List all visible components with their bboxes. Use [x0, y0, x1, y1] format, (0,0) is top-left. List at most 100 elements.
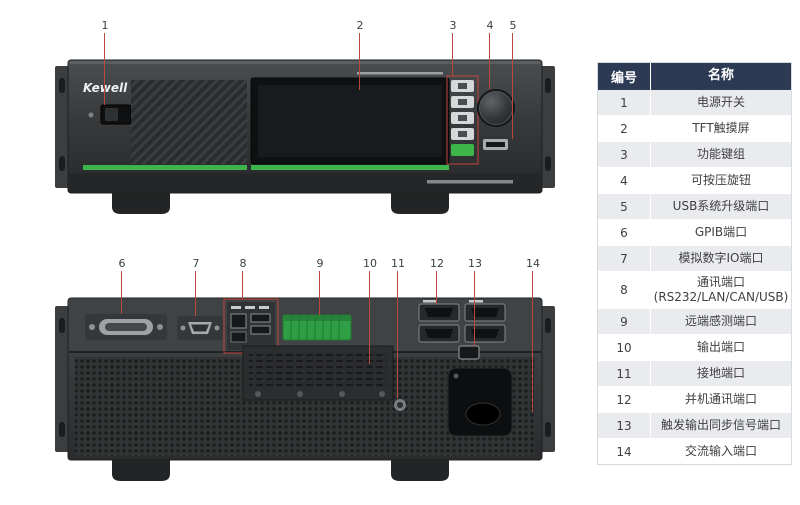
- part-name-cell: USB系统升级端口: [672, 199, 770, 213]
- callout-line-6: [121, 271, 122, 314]
- power-switch[interactable]: [100, 104, 132, 125]
- table-row: 12 并机通讯端口: [598, 386, 791, 412]
- part-name-cell: 交流输入端口: [684, 444, 757, 458]
- front-vent-grille: [131, 80, 247, 164]
- callout-line-11: [397, 271, 398, 398]
- callout-number-4: 4: [486, 19, 494, 32]
- part-number-cell: 11: [598, 361, 651, 386]
- callout-number-7: 7: [192, 257, 200, 270]
- callout-line-7: [195, 271, 196, 316]
- part-name-cell: GPIB端口: [694, 225, 748, 239]
- table-row: 2 TFT触摸屏: [598, 115, 791, 141]
- callout-line-1: [104, 33, 105, 105]
- front-panel-illustration: Kewell: [55, 59, 555, 214]
- part-number-cell: 13: [598, 413, 651, 438]
- callout-number-11: 11: [391, 257, 405, 270]
- rotary-knob[interactable]: [477, 89, 515, 127]
- parts-table: 编号 名称 1 电源开关 2 TFT触摸屏 3 功能键组 4 可按压旋钮 5 U…: [597, 62, 792, 465]
- part-number-cell: 8: [598, 272, 651, 308]
- remote-sense-terminal[interactable]: [282, 314, 352, 341]
- part-number-cell: 12: [598, 387, 651, 412]
- rear-rack-ears: [55, 306, 555, 452]
- table-row: 1 电源开关: [598, 90, 791, 115]
- callout-line-5: [512, 33, 513, 139]
- part-number-cell: 5: [598, 194, 651, 219]
- part-name-cell: 输出端口: [696, 340, 745, 354]
- output-panel[interactable]: [242, 345, 394, 401]
- front-accent-stripe-left: [83, 165, 247, 170]
- part-name-cell: 可按压旋钮: [690, 173, 751, 187]
- callout-number-1: 1: [101, 19, 109, 32]
- gpib-port[interactable]: [85, 314, 167, 340]
- callout-line-12: [436, 271, 437, 304]
- part-name-cell: 电源开关: [696, 95, 745, 109]
- header-name-cell: 名称: [707, 68, 734, 84]
- callout-line-10: [369, 271, 370, 364]
- table-row: 8 通讯端口 (RS232/LAN/CAN/USB): [598, 271, 791, 308]
- part-number-cell: 9: [598, 309, 651, 334]
- ac-input-cover[interactable]: [447, 367, 513, 437]
- callout-box-function-keys: [446, 75, 479, 165]
- function-keys[interactable]: [446, 75, 479, 165]
- header-number-cell: 编号: [598, 63, 651, 90]
- usb-upgrade-port[interactable]: [483, 139, 508, 150]
- callout-number-9: 9: [316, 257, 324, 270]
- comm-ports[interactable]: [227, 302, 275, 350]
- table-row: 3 功能键组: [598, 141, 791, 167]
- front-rack-ears: [55, 66, 555, 188]
- front-lower-band: [69, 173, 541, 192]
- callout-line-4: [489, 33, 490, 89]
- callout-number-3: 3: [449, 19, 457, 32]
- callout-number-5: 5: [509, 19, 517, 32]
- callout-number-14: 14: [526, 257, 540, 270]
- callout-line-2: [359, 33, 360, 90]
- screen-caption-strip: [357, 72, 443, 75]
- part-name-cell: 触发输出同步信号端口: [660, 418, 781, 432]
- callout-line-9: [319, 271, 320, 315]
- part-number-cell: 3: [598, 142, 651, 167]
- part-number-cell: 2: [598, 116, 651, 141]
- analog-io-port[interactable]: [177, 316, 223, 340]
- part-name-cell: TFT触摸屏: [692, 121, 750, 135]
- callout-line-8: [242, 271, 243, 299]
- part-number-cell: 1: [598, 90, 651, 115]
- parallel-comm-ports[interactable]: [418, 300, 506, 343]
- table-row: 13 触发输出同步信号端口: [598, 412, 791, 438]
- table-row: 11 接地端口: [598, 360, 791, 386]
- table-row: 7 模拟数字IO端口: [598, 245, 791, 271]
- part-number-cell: 6: [598, 220, 651, 245]
- trigger-sync-port[interactable]: [458, 345, 480, 360]
- part-name-cell: 功能键组: [696, 147, 745, 161]
- callout-number-12: 12: [430, 257, 444, 270]
- ground-terminal[interactable]: [394, 399, 406, 411]
- table-row: 9 远端感测端口: [598, 308, 791, 334]
- part-name-cell: 接地端口: [696, 366, 745, 380]
- part-name-cell: 通讯端口 (RS232/LAN/CAN/USB): [653, 275, 789, 304]
- part-number-cell: 4: [598, 168, 651, 193]
- table-row: 5 USB系统升级端口: [598, 193, 791, 219]
- part-number-cell: 10: [598, 335, 651, 360]
- part-name-cell: 并机通讯端口: [684, 392, 757, 406]
- rear-panel-illustration: [55, 297, 555, 481]
- callout-number-8: 8: [239, 257, 247, 270]
- callout-line-3: [452, 33, 453, 76]
- part-name-cell: 远端感测端口: [684, 314, 757, 328]
- tft-screen[interactable]: [250, 77, 450, 165]
- model-text-strip: [427, 180, 513, 184]
- callout-line-13: [474, 271, 475, 346]
- part-name-cell: 模拟数字IO端口: [678, 251, 764, 265]
- front-feet: [112, 192, 449, 214]
- front-accent-stripe-right: [251, 165, 449, 170]
- table-row: 10 输出端口: [598, 334, 791, 360]
- table-header: 编号 名称: [598, 63, 791, 90]
- brand-logo: Kewell: [83, 81, 128, 95]
- table-row: 14 交流输入端口: [598, 438, 791, 464]
- callout-line-14: [532, 271, 533, 412]
- part-number-cell: 14: [598, 439, 651, 464]
- rear-feet: [112, 459, 449, 481]
- table-row: 4 可按压旋钮: [598, 167, 791, 193]
- part-number-cell: 7: [598, 246, 651, 271]
- callout-number-2: 2: [356, 19, 364, 32]
- callout-number-13: 13: [468, 257, 482, 270]
- table-row: 6 GPIB端口: [598, 219, 791, 245]
